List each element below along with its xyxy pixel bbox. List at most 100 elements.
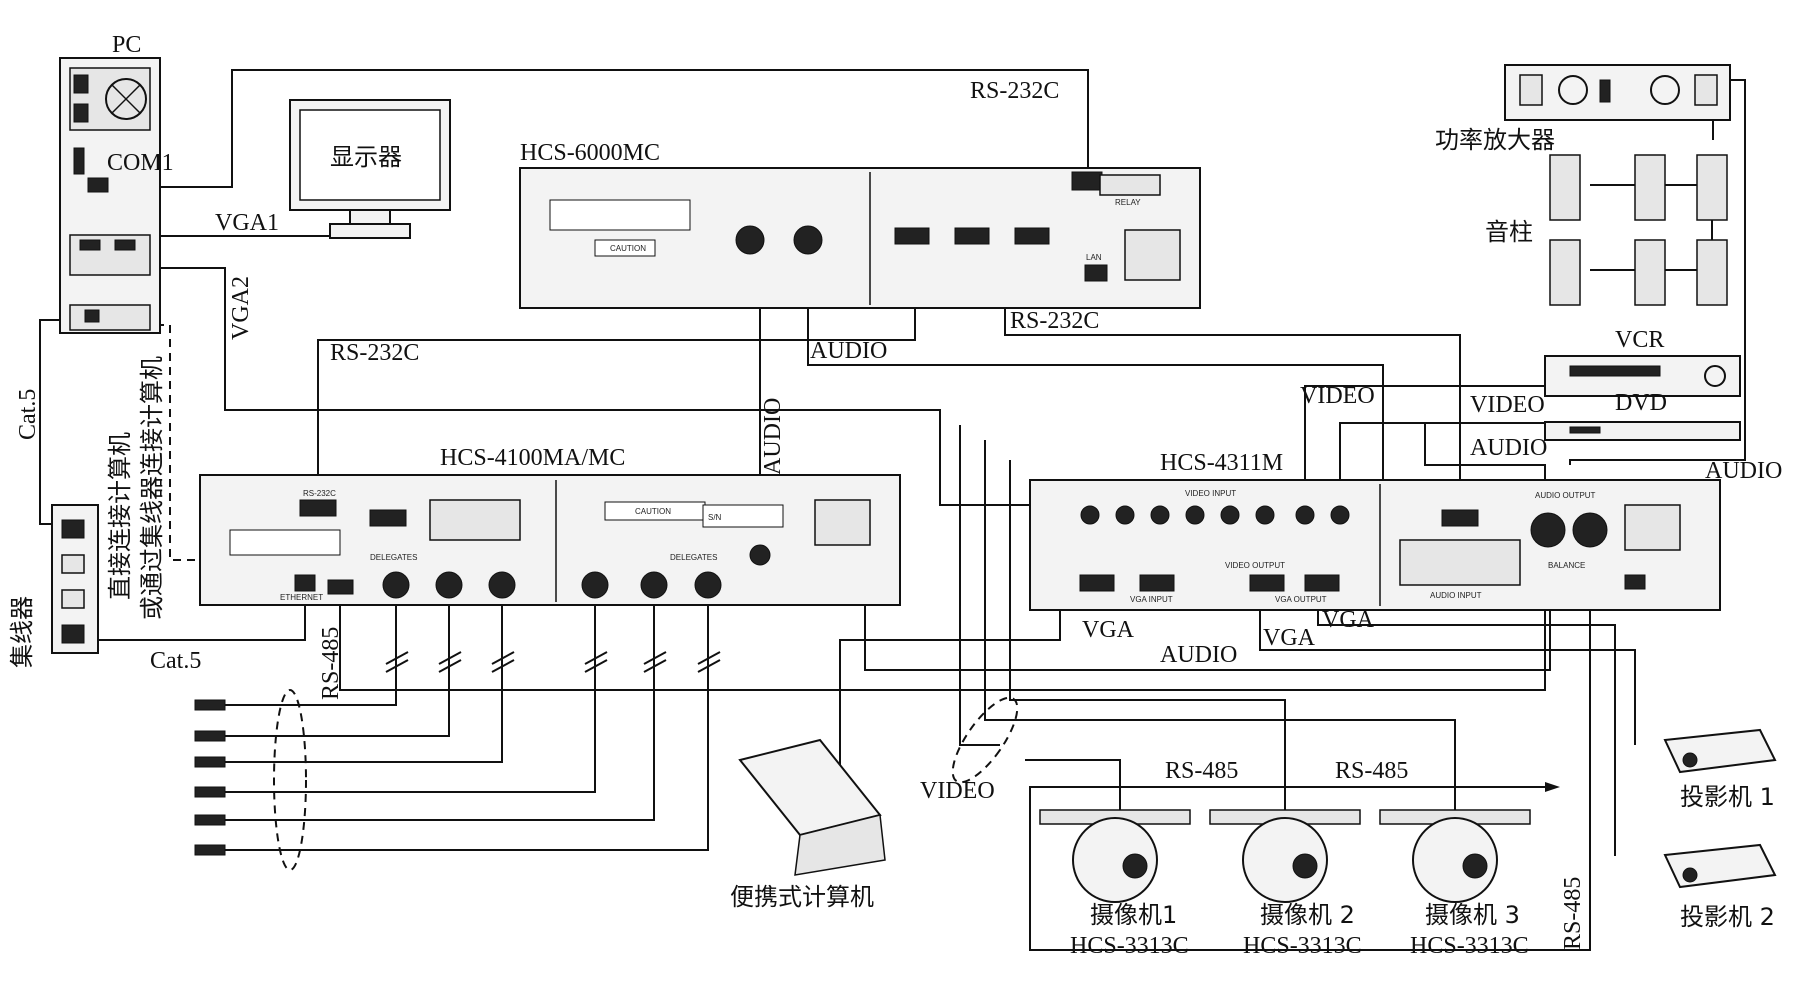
cameras	[1039, 809, 1531, 903]
label-monitor: 显示器	[330, 143, 402, 171]
hcs4311-device: VIDEO INPUT VIDEO OUTPUT VGA INPUT VGA O…	[1029, 479, 1721, 611]
label-rs232c-left: RS-232C	[330, 340, 419, 366]
projector-2-lens	[1682, 867, 1698, 883]
label-hcs4311: HCS-4311M	[1160, 450, 1283, 476]
delegate-plug-4	[194, 786, 226, 798]
wire-video-cameras3	[1009, 460, 1286, 810]
label-camera-2: 摄像机 2	[1260, 901, 1355, 929]
wire-video-cameras2	[984, 440, 1456, 810]
label-rs485-chain-2: RS-485	[1335, 758, 1408, 784]
hcs6000-relay-text: RELAY	[1115, 198, 1141, 207]
camera-1-lens	[1122, 853, 1148, 879]
amplifier-handle-right	[1694, 74, 1718, 106]
label-video-vcr: VIDEO	[1300, 383, 1375, 409]
hcs4100-rs485-port	[327, 579, 354, 595]
label-camera-3: 摄像机 3	[1425, 901, 1520, 929]
label-rs485-chain-1: RS-485	[1165, 758, 1238, 784]
label-com1: COM1	[107, 150, 174, 176]
hcs4100-sn-text: S/N	[708, 513, 722, 522]
video-bundle-ellipse	[951, 696, 1019, 784]
hcs4311-audio-input-text: AUDIO INPUT	[1430, 591, 1482, 600]
label-camera-1: 摄像机1	[1090, 901, 1177, 929]
label-video-dvd: VIDEO	[1470, 392, 1545, 418]
hcs4311-video-output-text: VIDEO OUTPUT	[1225, 561, 1285, 570]
wire-video-cameras	[959, 425, 1000, 746]
pc-power-socket-2	[73, 103, 89, 123]
label-laptop: 便携式计算机	[730, 883, 874, 911]
speaker-2	[1634, 154, 1666, 221]
hcs4100-delegate-port-5	[640, 571, 668, 599]
wire-rs485-4311	[1029, 590, 1591, 951]
label-hcs4100: HCS-4100MA/MC	[440, 445, 625, 471]
hcs4311-chassis	[1029, 479, 1721, 611]
label-vcr: VCR	[1615, 327, 1664, 353]
label-cat5-vertical: Cat.5	[15, 389, 41, 440]
vcr-tape-slot	[1569, 365, 1661, 377]
speaker-columns	[1549, 154, 1728, 306]
hcs4100-audio-jack	[749, 544, 771, 566]
camera-1	[1039, 809, 1191, 903]
wire-video-vcr	[1304, 385, 1545, 515]
hcs6000-chassis	[519, 167, 1201, 309]
vcr-knob	[1704, 365, 1726, 387]
pc-fan-icon	[105, 78, 147, 120]
hub-port-2	[61, 554, 85, 574]
monitor-screen	[299, 109, 441, 201]
hcs4311-rs232c-port	[1441, 509, 1479, 527]
hcs6000-caution-plate	[594, 239, 656, 257]
label-rs232c-right: RS-232C	[1010, 308, 1099, 334]
wire-delegate-1	[210, 605, 397, 706]
pc-tower	[59, 57, 161, 334]
hcs4100-rs232c-port	[299, 499, 337, 517]
hcs4311-audio-out-2	[1572, 512, 1608, 548]
camera-3-dome	[1412, 817, 1498, 903]
hcs4100-ethernet-text: ETHERNET	[280, 593, 323, 602]
monitor-stand	[329, 223, 411, 239]
hcs4100-delegate-port-3	[488, 571, 516, 599]
wire-delegate-5	[210, 605, 655, 821]
hcs4100-delegate-port-2	[435, 571, 463, 599]
label-vga-1: VGA	[1082, 617, 1135, 643]
speaker-3	[1696, 154, 1728, 221]
hcs4100-ethernet-port	[294, 574, 316, 592]
hcs4311-audio-input-block	[1399, 539, 1521, 586]
monitor-device	[289, 99, 451, 239]
hcs4100-delegate-port-1	[382, 571, 410, 599]
camera-3	[1379, 809, 1531, 903]
hub-device	[51, 504, 99, 654]
hcs4100-caution-text: CAUTION	[635, 507, 671, 516]
hcs4100-delegates-text-1: DELEGATES	[370, 553, 417, 562]
hcs4311-audio-out-1	[1530, 512, 1566, 548]
label-projector-2: 投影机 2	[1680, 903, 1775, 931]
hcs4100-sn-plate	[702, 504, 784, 528]
rs485-arrowhead	[1545, 782, 1560, 792]
hcs4311-video-in-8	[1330, 505, 1350, 525]
hcs6000-label-plate	[549, 199, 691, 231]
label-audio-4311: AUDIO	[1160, 642, 1237, 668]
label-hcs6000: HCS-6000MC	[520, 140, 660, 166]
hcs6000-audio-out-jack	[793, 225, 823, 255]
hcs4311-audio-output-text: AUDIO OUTPUT	[1535, 491, 1596, 500]
pc-usb-ports	[73, 147, 85, 175]
wire-audio-amp	[1569, 79, 1746, 465]
speaker-6	[1696, 239, 1728, 306]
label-vga-3: VGA	[1322, 607, 1375, 633]
hcs4100-rs232c-text: RS-232C	[303, 489, 336, 498]
hcs4100-delegates-text-2: DELEGATES	[670, 553, 717, 562]
label-camera-3-model: HCS-3313C	[1410, 933, 1529, 959]
monitor-neck	[349, 209, 391, 225]
label-camera-1-model: HCS-3313C	[1070, 933, 1189, 959]
label-audio-vertical: AUDIO	[760, 398, 786, 475]
speaker-5	[1634, 239, 1666, 306]
label-via-hub: 或通过集线器连接计算机	[138, 356, 166, 620]
hcs6000-caution-text: CAUTION	[610, 244, 646, 253]
hcs6000-device: CAUTION RELAY LAN	[519, 167, 1201, 309]
label-hub: 集线器	[8, 596, 36, 668]
hcs4100-power-socket	[814, 499, 871, 546]
wire-rs485-4100	[339, 590, 1546, 691]
amplifier-knob-1	[1558, 75, 1588, 105]
hcs6000-rs232c-port-2	[954, 227, 990, 245]
diagram-labels: PC COM1 显示器 VGA1 VGA2 HCS-6000MC RS-232C…	[8, 32, 1782, 959]
amplifier-device	[1504, 64, 1731, 121]
hcs6000-audio-in-jack	[735, 225, 765, 255]
